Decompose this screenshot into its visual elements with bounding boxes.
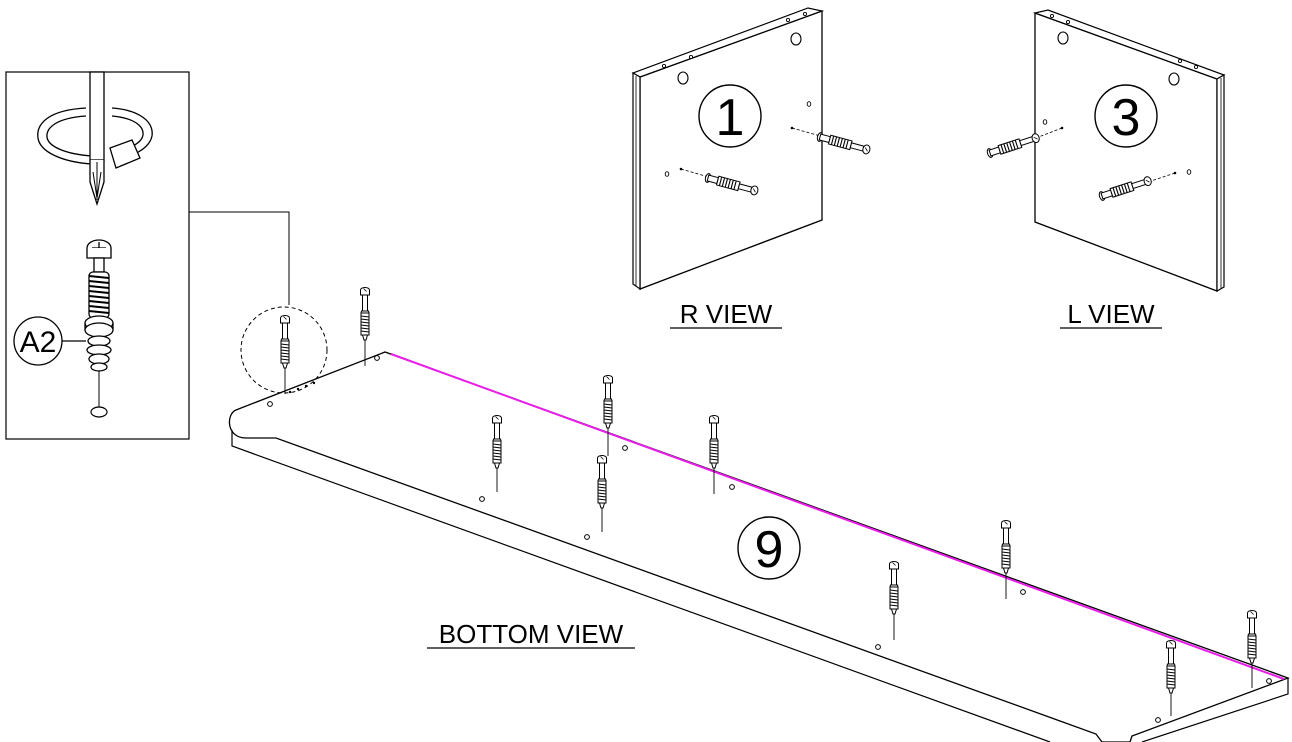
detail-leader-line [189, 211, 290, 305]
part-number-left-panel: 3 [1112, 89, 1141, 147]
rotation-arrow-icon [37, 107, 153, 169]
part-number-right-panel: 1 [716, 89, 745, 147]
right-panel: 1 [631, 7, 872, 291]
bottom-view-label: BOTTOM VIEW [439, 619, 624, 649]
highlighted-edge [390, 353, 1285, 680]
detail-zoom-circle [240, 306, 328, 394]
fitting-label: A2 [20, 326, 57, 359]
bottom-panel: 9 [228, 286, 1290, 742]
cam-bolt-icon [84, 239, 114, 418]
fitting-callout: A2 [13, 316, 86, 366]
screwdriver-icon [89, 71, 105, 207]
right-view-label: R VIEW [680, 299, 773, 329]
part-number-bottom-panel: 9 [755, 521, 784, 579]
left-view-label: L VIEW [1067, 299, 1155, 329]
detail-inset: A2 [5, 71, 290, 440]
left-panel: 3 [985, 9, 1226, 293]
